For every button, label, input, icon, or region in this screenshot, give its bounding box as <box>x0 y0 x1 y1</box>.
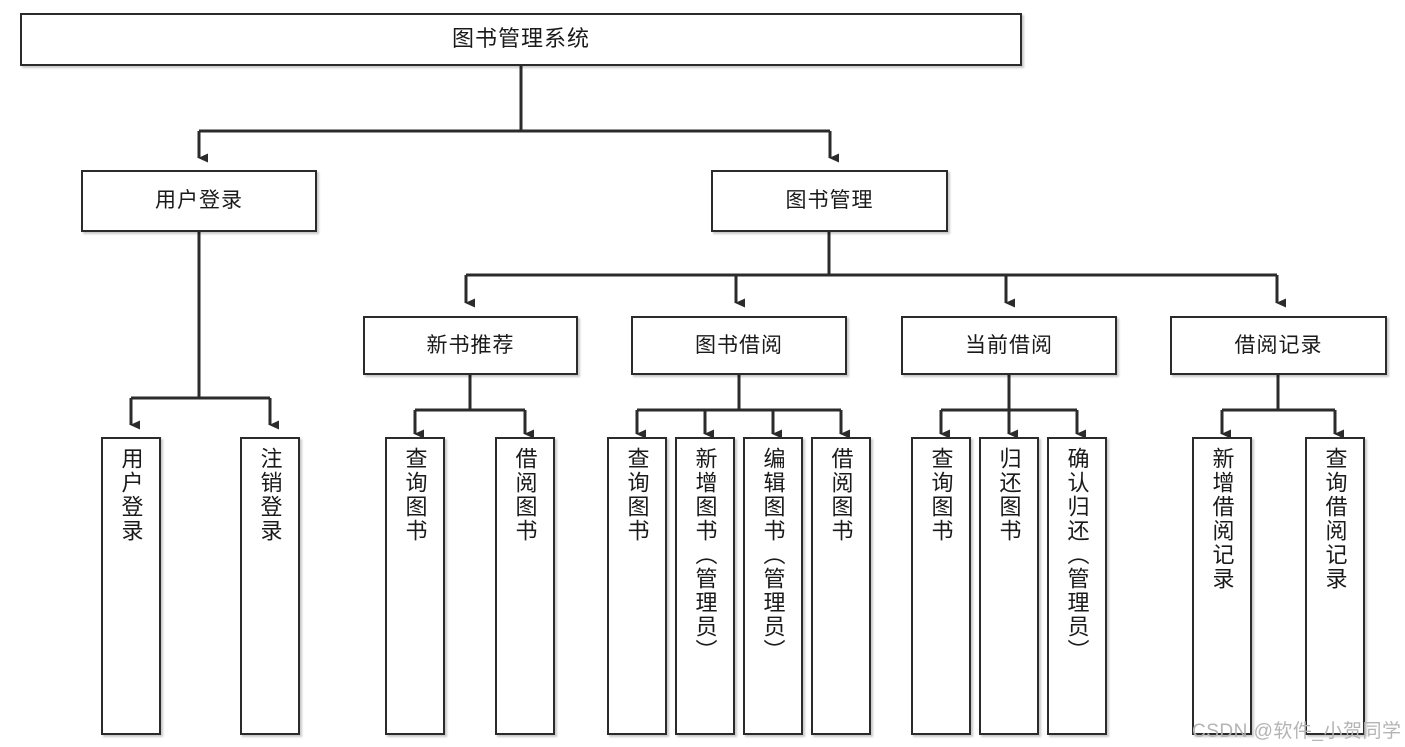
leaf-current-confirm-return-admin[interactable]: 确认归还（管理员） <box>1047 437 1107 735</box>
node-label: 用户登录 <box>155 189 243 213</box>
leaf-recommend-borrow-book[interactable]: 借阅图书 <box>495 437 555 735</box>
node-current-borrow[interactable]: 当前借阅 <box>901 316 1117 375</box>
node-book-borrow[interactable]: 图书借阅 <box>631 316 847 375</box>
node-label: 图书管理系统 <box>451 26 590 52</box>
leaf-record-add-borrow-record[interactable]: 新增借阅记录 <box>1192 437 1252 735</box>
node-label: 查询图书 <box>928 447 954 543</box>
node-label: 新书推荐 <box>426 333 515 357</box>
node-user-login[interactable]: 用户登录 <box>81 170 317 232</box>
leaf-logout[interactable]: 注销登录 <box>240 437 300 735</box>
leaf-current-query-book[interactable]: 查询图书 <box>911 437 971 735</box>
node-label: 新增图书（管理员） <box>692 447 718 663</box>
node-label: 确认归还（管理员） <box>1064 447 1090 663</box>
leaf-record-query-borrow-record[interactable]: 查询借阅记录 <box>1305 437 1365 735</box>
node-label: 查询借阅记录 <box>1322 447 1348 591</box>
leaf-user-login[interactable]: 用户登录 <box>101 437 161 735</box>
node-label: 查询图书 <box>402 447 428 543</box>
node-label: 当前借阅 <box>965 333 1053 357</box>
leaf-recommend-query-book[interactable]: 查询图书 <box>385 437 445 735</box>
leaf-current-return-book[interactable]: 归还图书 <box>979 437 1039 735</box>
node-label: 借阅图书 <box>512 447 538 543</box>
node-book-management[interactable]: 图书管理 <box>711 170 948 232</box>
leaf-borrow-borrow-book[interactable]: 借阅图书 <box>811 437 871 735</box>
node-label: 归还图书 <box>996 447 1022 543</box>
node-label: 借阅记录 <box>1234 333 1323 357</box>
leaf-borrow-add-book-admin[interactable]: 新增图书（管理员） <box>675 437 735 735</box>
node-borrow-record[interactable]: 借阅记录 <box>1170 316 1387 375</box>
node-label: 图书管理 <box>785 189 874 213</box>
node-label: 用户登录 <box>118 447 144 543</box>
node-label: 新增借阅记录 <box>1209 447 1235 591</box>
node-label: 注销登录 <box>257 447 283 543</box>
watermark-text: CSDN @软件_小贺同学 <box>1192 721 1402 742</box>
node-new-book-recommend[interactable]: 新书推荐 <box>363 316 578 375</box>
node-label: 图书借阅 <box>695 333 783 357</box>
node-label: 编辑图书（管理员） <box>760 447 786 663</box>
node-label: 借阅图书 <box>828 447 854 543</box>
node-root-system[interactable]: 图书管理系统 <box>20 13 1022 66</box>
leaf-borrow-edit-book-admin[interactable]: 编辑图书（管理员） <box>743 437 803 735</box>
node-label: 查询图书 <box>624 447 650 543</box>
leaf-borrow-query-book[interactable]: 查询图书 <box>607 437 667 735</box>
